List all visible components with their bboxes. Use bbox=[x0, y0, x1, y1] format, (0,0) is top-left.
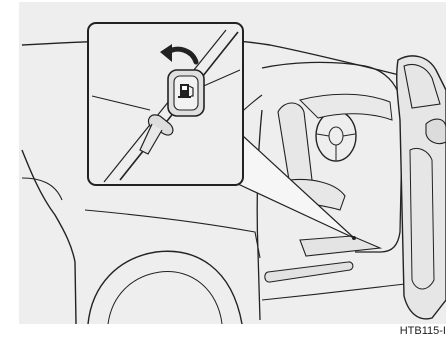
open-door-icon bbox=[397, 56, 446, 319]
callout-zoom-box bbox=[88, 23, 243, 185]
side-mirror-icon bbox=[426, 119, 446, 144]
figure-code-label: HTB115-I bbox=[400, 324, 446, 338]
latch-location-marker bbox=[352, 236, 356, 240]
